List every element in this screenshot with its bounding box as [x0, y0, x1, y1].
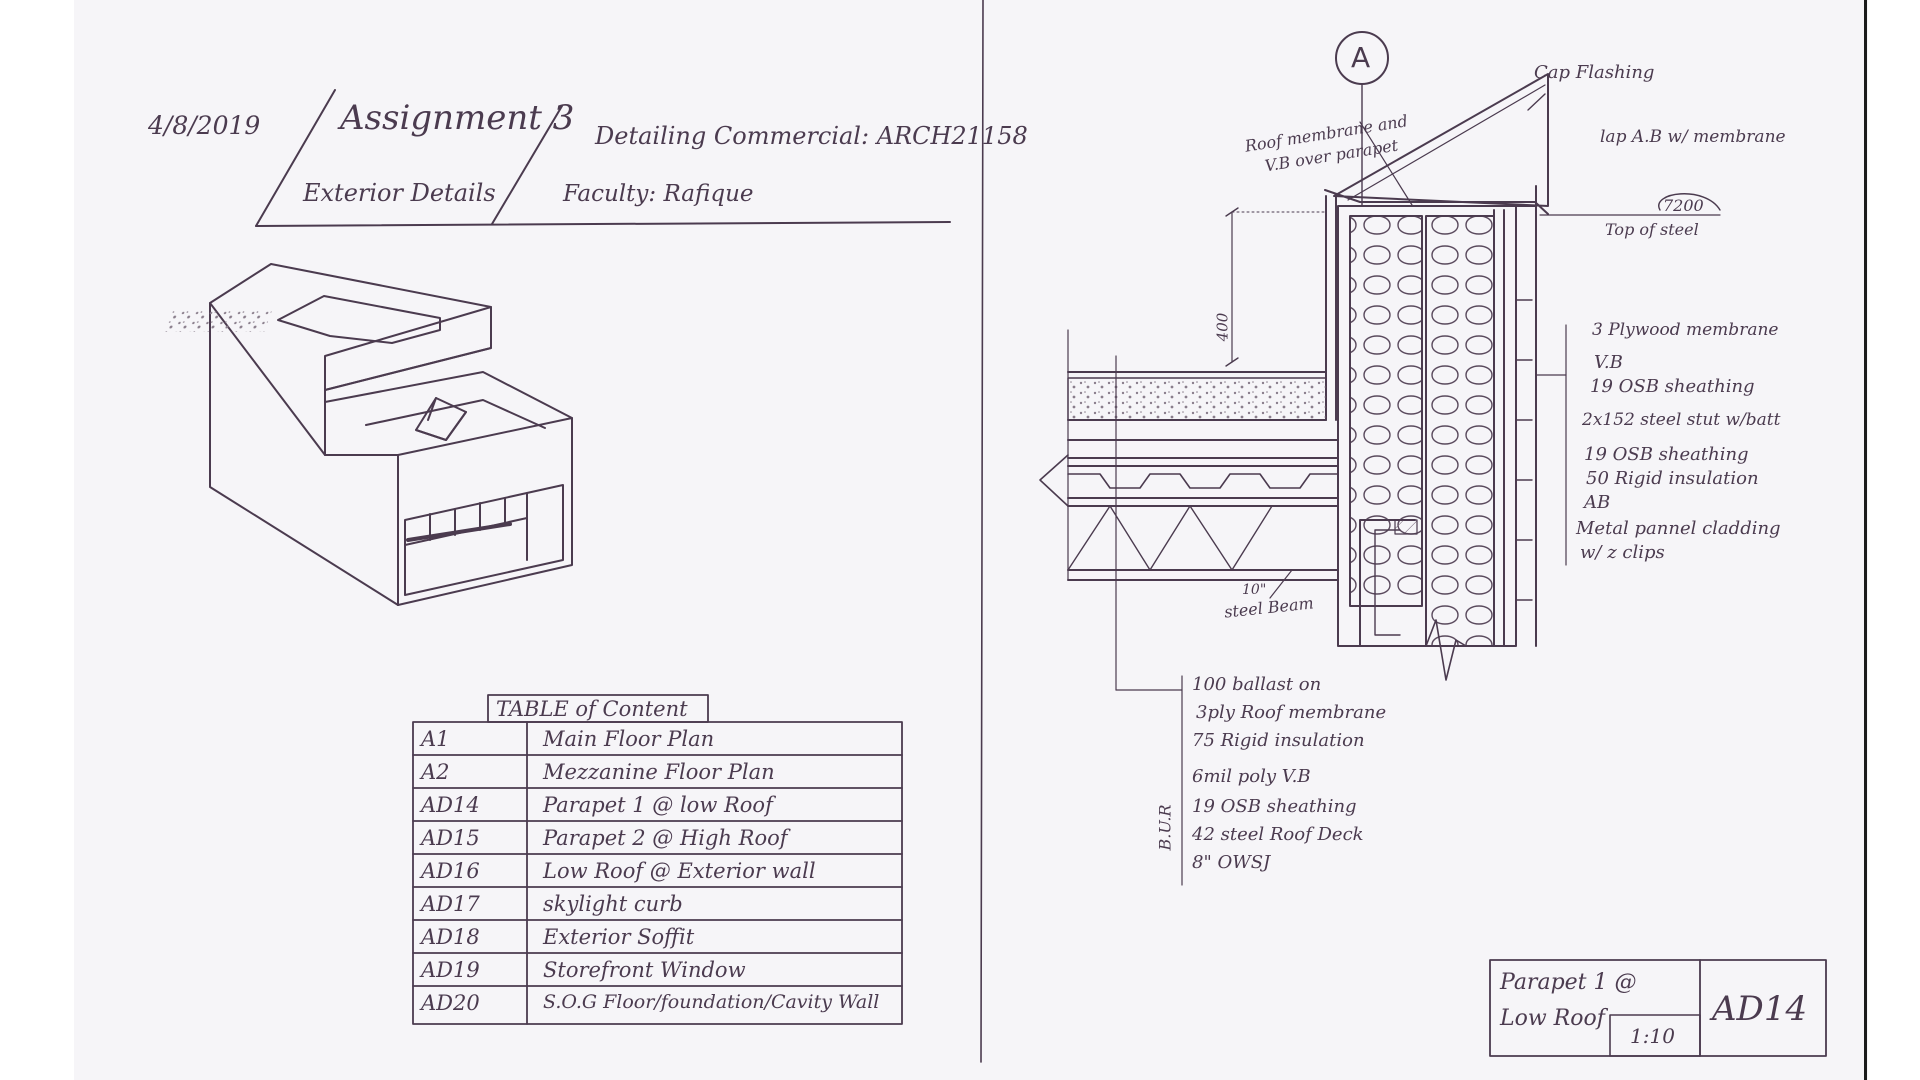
toc-code: AD20	[421, 991, 480, 1015]
toc-row: AD16 Low Roof @ Exterior wall	[413, 854, 902, 887]
title-block-line2: Low Roof	[1500, 1006, 1605, 1031]
toc-code: A1	[421, 727, 450, 751]
toc-row: AD15 Parapet 2 @ High Roof	[413, 821, 902, 854]
wall-note: 50 Rigid insulation	[1586, 468, 1759, 489]
roof-note: 42 steel Roof Deck	[1192, 824, 1364, 845]
sheet-divider	[980, 0, 984, 1063]
assignment-title: Assignment 3	[340, 98, 575, 138]
toc-code: A2	[421, 760, 450, 784]
wall-note: V.B	[1594, 352, 1623, 373]
building-sketch	[164, 263, 573, 606]
toc-code: AD15	[421, 826, 480, 850]
wall-note: 19 OSB sheathing	[1584, 444, 1749, 465]
toc-desc: Mezzanine Floor Plan	[543, 760, 775, 784]
title-block-scale: 1:10	[1630, 1024, 1675, 1048]
roof-note: 100 ballast on	[1192, 674, 1322, 695]
toc-row: AD20 S.O.G Floor/foundation/Cavity Wall	[413, 986, 902, 1019]
beam-size-note: 10"	[1242, 582, 1267, 598]
elevation-tag: 7200	[1663, 196, 1704, 215]
top-of-steel-note: Top of steel	[1605, 220, 1699, 239]
roof-note: 6mil poly V.B	[1192, 766, 1311, 787]
course-label: Detailing Commercial: ARCH21158	[595, 122, 1028, 150]
roof-note: 75 Rigid insulation	[1192, 730, 1365, 751]
toc-desc: Exterior Soffit	[543, 925, 695, 949]
wall-note: 2x152 steel stut w/batt	[1582, 410, 1781, 430]
wall-note: Metal pannel cladding	[1576, 518, 1781, 539]
faculty-label: Faculty: Rafique	[563, 181, 754, 207]
toc-row: A2 Mezzanine Floor Plan	[413, 755, 902, 788]
title-block-sheet: AD14	[1712, 989, 1808, 1029]
toc-row: AD19 Storefront Window	[413, 953, 902, 986]
title-block-line1: Parapet 1 @	[1500, 970, 1637, 995]
toc-row: AD14 Parapet 1 @ low Roof	[413, 788, 902, 821]
toc-desc: Storefront Window	[543, 958, 746, 982]
wall-note: 19 OSB sheathing	[1590, 376, 1755, 397]
toc-code: AD14	[421, 793, 480, 817]
subtitle: Exterior Details	[303, 179, 496, 207]
toc-grid	[412, 694, 903, 1025]
sheet-edge	[1864, 0, 1867, 1080]
toc-code: AD18	[421, 925, 480, 949]
toc-code: AD17	[421, 892, 480, 916]
toc-desc: skylight curb	[543, 892, 683, 916]
toc-row: A1 Main Floor Plan	[413, 722, 902, 755]
section-marker: A	[1351, 41, 1371, 74]
header-rule	[255, 221, 951, 227]
parapet-detail	[1039, 31, 1827, 1057]
toc-code: AD16	[421, 859, 480, 883]
cap-flashing-note: Cap Flashing	[1534, 62, 1655, 83]
roof-note: 19 OSB sheathing	[1192, 796, 1357, 817]
bur-label: B.U.R	[1155, 804, 1175, 851]
dimension-400: 400	[1213, 312, 1232, 342]
toc-desc: Parapet 2 @ High Roof	[543, 826, 788, 850]
toc-row: AD17 skylight curb	[413, 887, 902, 920]
roof-note: 3ply Roof membrane	[1196, 702, 1387, 723]
roof-note: 8" OWSJ	[1192, 852, 1271, 873]
toc-title: TABLE of Content	[496, 697, 688, 721]
toc-desc: Low Roof @ Exterior wall	[543, 859, 816, 883]
toc-row: AD18 Exterior Soffit	[413, 920, 902, 953]
toc-desc: Main Floor Plan	[543, 727, 715, 751]
wall-note: w/ z clips	[1580, 542, 1665, 563]
date-label: 4/8/2019	[148, 111, 261, 140]
toc-code: AD19	[421, 958, 480, 982]
toc-desc: S.O.G Floor/foundation/Cavity Wall	[543, 991, 880, 1013]
drawing-sheet	[74, 0, 1868, 1080]
header-slash-left	[255, 89, 336, 227]
wall-note: 3 Plywood membrane	[1592, 320, 1779, 340]
wall-note: AB	[1584, 492, 1611, 513]
lap-note: lap A.B w/ membrane	[1600, 127, 1786, 147]
header-slash-right	[491, 105, 563, 225]
toc-desc: Parapet 1 @ low Roof	[543, 793, 773, 817]
